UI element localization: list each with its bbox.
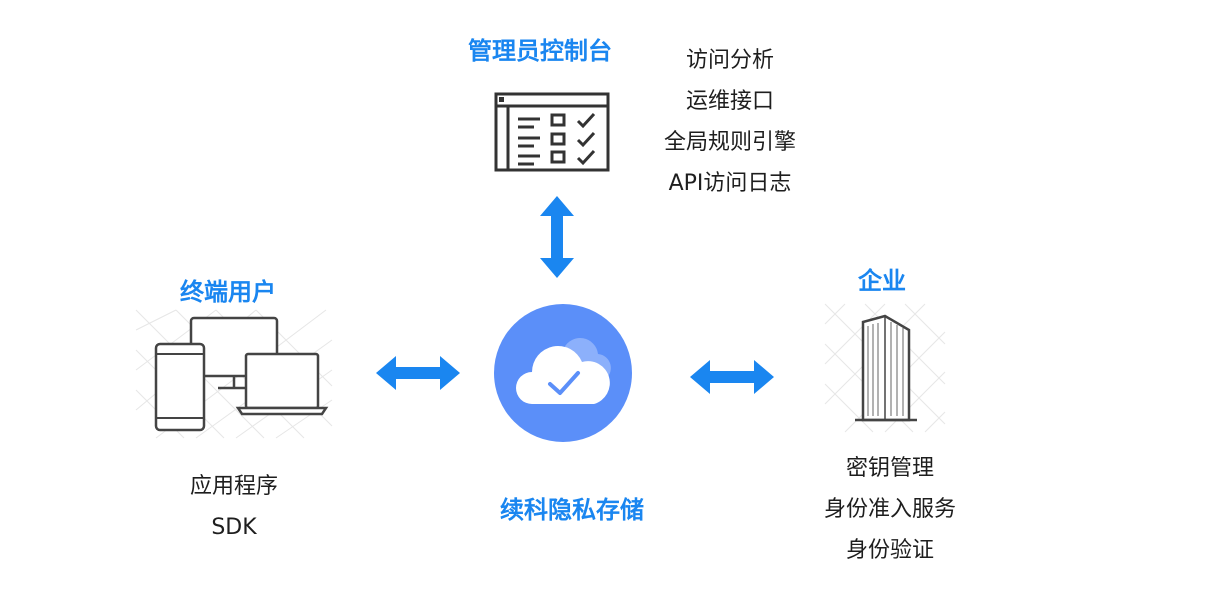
admin-feature-list: 访问分析 运维接口 全局规则引擎 API访问日志 bbox=[640, 40, 820, 204]
admin-feature-item: API访问日志 bbox=[668, 171, 792, 196]
admin-feature-item: 全局规则引擎 bbox=[663, 130, 796, 155]
admin-feature-item: 访问分析 bbox=[685, 48, 774, 73]
center-title: 续科隐私存储 bbox=[500, 496, 644, 524]
privacy-storage-cloud-icon bbox=[494, 304, 632, 442]
enterprise-list: 密钥管理 身份准入服务 身份验证 bbox=[800, 448, 980, 571]
devices-icon bbox=[135, 309, 333, 439]
enterprise-item: 密钥管理 bbox=[845, 456, 934, 481]
admin-feature-item: 运维接口 bbox=[685, 89, 774, 114]
end-user-item: SDK bbox=[211, 515, 257, 540]
enterprise-title: 企业 bbox=[858, 267, 906, 295]
enterprise-item: 身份验证 bbox=[845, 538, 934, 563]
office-building-icon bbox=[824, 303, 946, 433]
admin-console-title: 管理员控制台 bbox=[468, 37, 612, 65]
console-dashboard-icon bbox=[494, 92, 610, 172]
end-user-title: 终端用户 bbox=[180, 278, 276, 306]
enterprise-item: 身份准入服务 bbox=[823, 497, 956, 522]
end-user-item: 应用程序 bbox=[189, 474, 278, 499]
left-double-arrow-icon bbox=[376, 356, 460, 390]
vertical-double-arrow-icon bbox=[540, 196, 574, 278]
end-user-list: 应用程序 SDK bbox=[164, 466, 304, 548]
right-double-arrow-icon bbox=[690, 360, 774, 394]
